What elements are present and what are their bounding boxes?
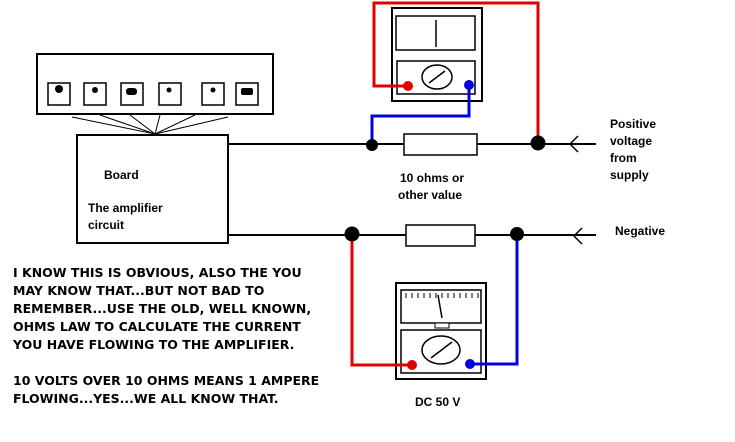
resistor-bottom <box>405 224 476 247</box>
socket-icon <box>47 82 71 106</box>
note-line: REMEMBER...USE THE OLD, WELL KNOWN, <box>13 301 311 316</box>
socket-icon <box>158 82 182 106</box>
explanation-note: I KNOW THIS IS OBVIOUS, ALSO THE YOU MAY… <box>12 265 319 406</box>
positive-label-line2: voltage <box>610 134 652 148</box>
meter-range-label: DC 50 V <box>415 395 460 409</box>
arrow-icon <box>568 135 579 153</box>
positive-label-line1: Positive <box>610 117 656 131</box>
note-line: FLOWING...YES...WE ALL KNOW THAT. <box>13 391 279 406</box>
bottom-red-probe <box>407 360 417 370</box>
positive-label-line3: from <box>610 151 637 165</box>
note-line: 10 VOLTS OVER 10 OHMS MEANS 1 AMPERE <box>13 373 319 388</box>
junction-dot <box>510 227 524 241</box>
amplifier-label-line2: circuit <box>88 218 124 232</box>
negative-label: Negative <box>615 224 665 238</box>
top-red-lead <box>372 1 540 142</box>
junction-dot <box>366 139 378 151</box>
board-label: Board <box>104 168 139 182</box>
junction-dot <box>344 226 360 242</box>
amplifier-label-line1: The amplifier <box>88 201 163 215</box>
rotary-knob-icon <box>421 335 461 365</box>
socket-icon <box>201 82 225 106</box>
socket-icon <box>120 82 144 106</box>
amplifier-board: Board The amplifier circuit <box>76 134 229 244</box>
resistor-top <box>403 133 478 156</box>
note-line: I KNOW THIS IS OBVIOUS, ALSO THE YOU <box>13 265 302 280</box>
top-blue-lead <box>370 86 471 144</box>
arrow-icon <box>572 227 583 245</box>
bottom-red-lead <box>350 235 412 367</box>
note-line: MAY KNOW THAT...BUT NOT BAD TO <box>13 283 264 298</box>
rotary-knob-icon <box>421 64 453 90</box>
note-line: YOU HAVE FLOWING TO THE AMPLIFIER. <box>12 337 294 352</box>
panel-wires <box>71 114 229 135</box>
socket-icon <box>235 82 259 106</box>
note-line: OHMS LAW TO CALCULATE THE CURRENT <box>13 319 301 334</box>
positive-label-line4: supply <box>610 168 649 182</box>
bottom-blue-probe <box>465 359 475 369</box>
connector-panel <box>36 53 274 115</box>
top-red-probe <box>403 81 413 91</box>
resistor-label-line1: 10 ohms or <box>400 171 464 185</box>
junction-dot <box>530 135 546 151</box>
resistor-label-line2: other value <box>398 188 462 202</box>
bottom-blue-lead <box>470 235 519 366</box>
top-blue-probe <box>464 80 474 90</box>
socket-icon <box>83 82 107 106</box>
